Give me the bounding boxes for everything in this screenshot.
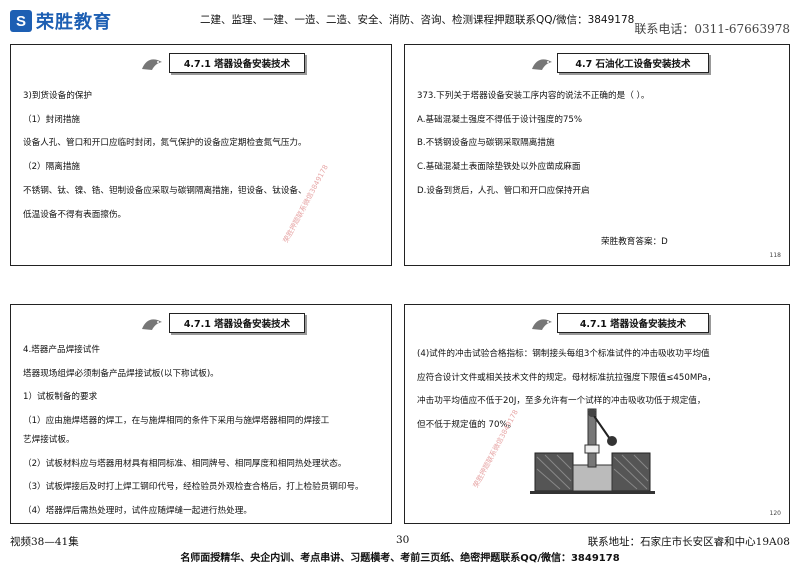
text-line: 1）试板制备的要求 (23, 392, 98, 403)
slide-body: 3)到货设备的保护 （1）封闭措施 设备人孔、管口和开口应临时封闭，氮气保护的设… (23, 91, 379, 233)
text-line: (4)试件的冲击试验合格指标：钢制接头每组3个标准试件的冲击吸收功平均值 (417, 349, 710, 359)
slide-title: 4.7 石油化工设备安装技术 (557, 53, 709, 73)
option-b: B.不锈钢设备应与碳钢采取隔离措施 (417, 138, 555, 149)
text-line: 3)到货设备的保护 (23, 91, 92, 101)
text-line: 塔器现场组焊必须制备产品焊接试板(以下称试板)。 (23, 368, 219, 379)
slide-3: 4.7.1 塔器设备安装技术 4.塔器产品焊接试件 塔器现场组焊必须制备产品焊接… (10, 304, 392, 524)
footer-promo-text: 名师面授精华、央企内训、考点串讲、习题横考、考前三页纸、绝密押题联系QQ/微信：… (180, 553, 620, 564)
text-line: 不锈钢、钛、镍、锆、钽制设备应采取与碳钢隔离措施，钽设备、钛设备、 (23, 185, 307, 196)
option-c: C.基础混凝土表面除垫铁处以外应凿成麻面 (417, 162, 581, 173)
text-line: 4.塔器产品焊接试件 (23, 345, 100, 355)
text-line: （2）试板材料应与塔器用材具有相同标准、相同牌号、相同厚度和相同热处理状态。 (23, 458, 347, 469)
option-a: A.基础混凝土强度不得低于设计强度的75% (417, 114, 583, 125)
slide-1: 4.7.1 塔器设备安装技术 3)到货设备的保护 （1）封闭措施 设备人孔、管口… (10, 44, 392, 266)
question-text: 373.下列关于塔器设备安装工序内容的说法不正确的是（ ）。 (417, 91, 650, 101)
text-line: 但不低于规定值的 70%。 (417, 420, 517, 431)
text-line: 应符合设计文件或相关技术文件的规定。母材标准抗拉强度下限值≤450MPa， (417, 372, 716, 383)
bird-logo-icon (531, 56, 553, 70)
text-line: 低温设备不得有表面擦伤。 (23, 209, 127, 220)
slide-4: 4.7.1 塔器设备安装技术 (4)试件的冲击试验合格指标：钢制接头每组3个标准… (404, 304, 790, 524)
bird-logo-icon (531, 316, 553, 330)
text-line: （4）塔器焊后需热处理时，试件应随焊缝一起进行热处理。 (23, 506, 252, 517)
slide-body: 4.塔器产品焊接试件 塔器现场组焊必须制备产品焊接试板(以下称试板)。 1）试板… (23, 345, 379, 530)
slide-body: 373.下列关于塔器设备安装工序内容的说法不正确的是（ ）。 A.基础混凝土强度… (417, 91, 777, 210)
slide-2: 4.7 石油化工设备安装技术 373.下列关于塔器设备安装工序内容的说法不正确的… (404, 44, 790, 266)
answer-text: 荣胜教育答案：D (601, 237, 668, 247)
footer-video-range: 视频38—41集 (10, 536, 79, 548)
footer-address: 联系地址：石家庄市长安区睿和中心19A08 (587, 536, 790, 548)
bird-logo-icon (141, 56, 163, 70)
bird-logo-icon (141, 316, 163, 330)
impact-tester-illustration (530, 405, 655, 495)
slide-page-number: 118 (769, 252, 781, 259)
logo-mark-icon: S (10, 10, 32, 32)
header-promo-text: 二建、监理、一建、一造、二造、安全、消防、咨询、检测课程押题联系QQ/微信：38… (200, 14, 635, 26)
text-line: （2）隔离措施 (23, 162, 81, 173)
slide-page-number: 120 (769, 510, 781, 517)
text-line: （1）应由施焊塔器的焊工，在与施焊相同的条件下采用与施焊塔器相同的焊接工 (23, 416, 330, 427)
logo-text: 荣胜教育 (36, 12, 112, 33)
text-line: 艺焊接试板。 (23, 434, 75, 445)
slide-title: 4.7.1 塔器设备安装技术 (169, 313, 305, 333)
text-line: 冲击功平均值应不低于20J，至多允许有一个试样的冲击吸收功低于规定值， (417, 396, 706, 407)
slide-title: 4.7.1 塔器设备安装技术 (557, 313, 709, 333)
header-phone: 联系电话：0311-67663978 (634, 22, 790, 36)
text-line: （1）封闭措施 (23, 114, 81, 125)
text-line: 设备人孔、管口和开口应临时封闭，氮气保护的设备应定期检查氮气压力。 (23, 138, 307, 149)
slide-title: 4.7.1 塔器设备安装技术 (169, 53, 305, 73)
slide-body: (4)试件的冲击试验合格指标：钢制接头每组3个标准试件的冲击吸收功平均值 应符合… (417, 349, 777, 444)
footer-page-number: 30 (396, 534, 410, 546)
brand-logo: S 荣胜教育 (10, 8, 112, 34)
option-d: D.设备到货后，人孔、管口和开口应保持开启 (417, 185, 590, 196)
text-line: （3）试板焊接后及时打上焊工钢印代号，经检验员外观检查合格后，打上检验员钢印号。 (23, 482, 364, 493)
